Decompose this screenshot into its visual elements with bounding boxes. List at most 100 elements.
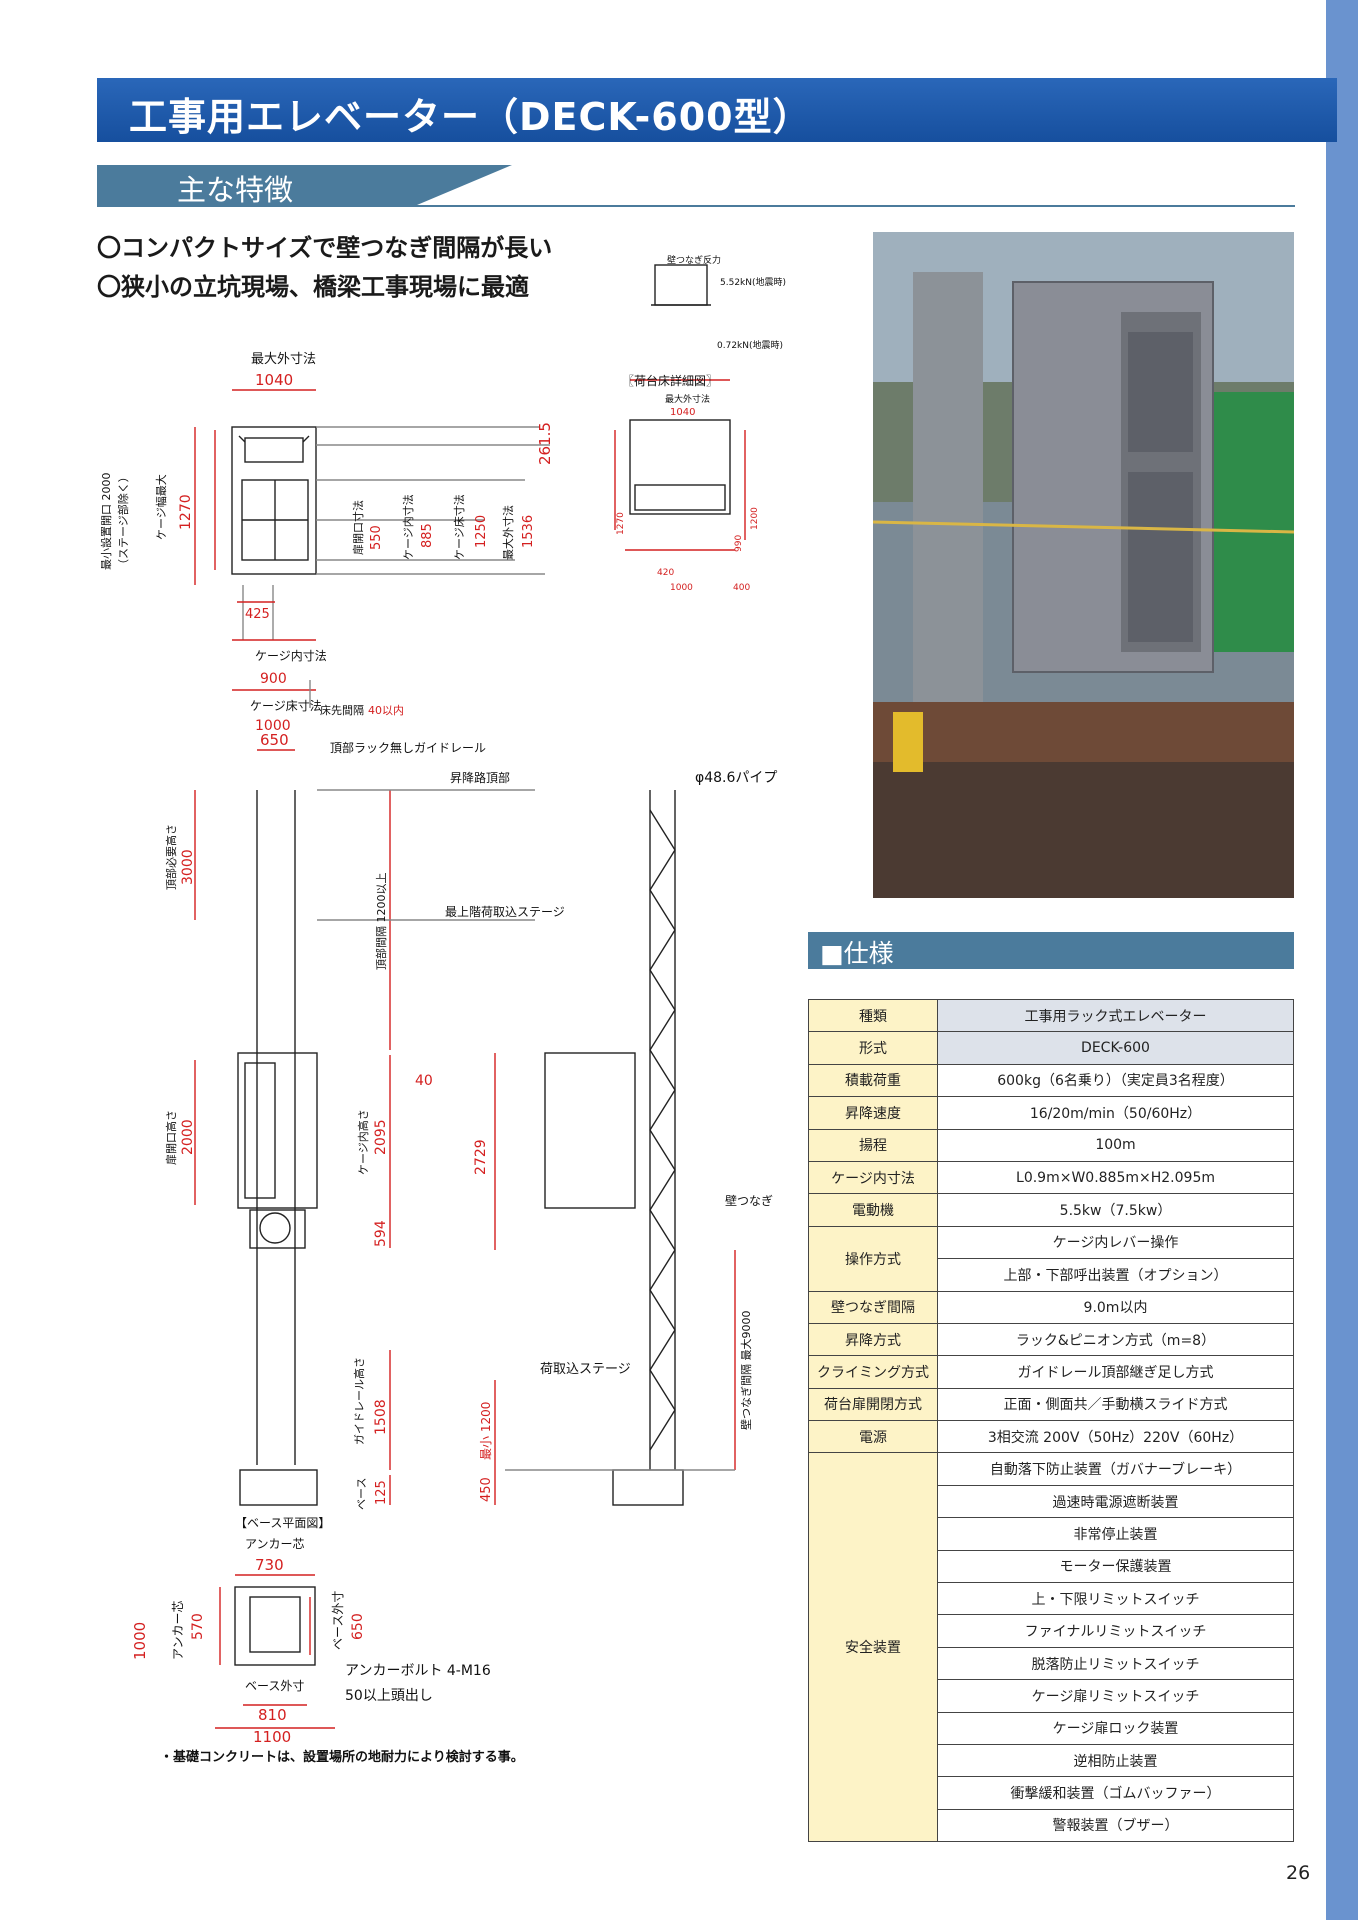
elev-1508: 1508: [373, 1399, 389, 1435]
spec-key: 壁つなぎ間隔: [808, 1290, 938, 1324]
spec-value: ガイドレール頂部継ぎ足し方式: [937, 1355, 1294, 1389]
feature-item-2: 〇狭小の立坑現場、橋梁工事現場に最適: [97, 273, 529, 301]
table-row: 警報装置（ブザー）: [809, 1808, 1294, 1843]
safety-item: 過速時電源遮断装置: [937, 1484, 1294, 1519]
elev-rail-label: 頂部ラック無しガイドレール: [330, 740, 486, 755]
elev-spacing: 頂部間隔 1200以上: [374, 873, 388, 971]
detail-420: 420: [657, 568, 674, 578]
dim-cage-floor: ケージ床寸法: [452, 494, 466, 560]
safety-item: ファイナルリミットスイッチ: [937, 1614, 1294, 1648]
spec-heading: ■仕様: [820, 939, 894, 968]
base-1100: 1100: [253, 1728, 291, 1746]
dim-label: 最大外寸法: [251, 352, 316, 367]
gap-value: 40以内: [368, 703, 404, 717]
table-row: モーター保護装置: [809, 1549, 1294, 1584]
dim-door-width: 扉開口寸法: [351, 500, 365, 555]
detail-1200: 1200: [750, 507, 760, 530]
safety-item: ケージ扉ロック装置: [937, 1711, 1294, 1745]
foundation-note: ・基礎コンクリートは、設置場所の地耐力により検討する事。: [160, 1750, 524, 1765]
spec-key: 種類: [808, 998, 938, 1033]
dim-1270: 1270: [178, 494, 194, 530]
table-row: 操作方式 ケージ内レバー操作: [808, 1225, 1294, 1292]
dim-1536: 1536: [521, 515, 536, 548]
table-row: 非常停止装置: [809, 1517, 1294, 1551]
spec-key: ケージ内寸法: [808, 1160, 938, 1195]
base-outer-label: ベース外寸: [331, 1591, 345, 1650]
spec-value: 600kg（6名乗り）（実定員3名程度）: [937, 1063, 1294, 1098]
elev-guide-height: ガイドレール高さ: [352, 1357, 366, 1445]
page-number: 26: [1286, 1862, 1311, 1884]
features-heading: 主な特徴: [177, 173, 294, 207]
table-row: 上部・下部呼出装置（オプション）: [809, 1258, 1294, 1292]
elev-top-height: 頂部必要高さ: [164, 824, 178, 890]
table-row: 揚程 100m: [808, 1128, 1294, 1162]
table-row: ケージ扉ロック装置: [809, 1711, 1294, 1745]
dim-1040: 1040: [255, 371, 293, 389]
elevator-photo: [873, 232, 1294, 898]
spec-key: 揚程: [808, 1128, 938, 1162]
dim-min-opening: 最小設置開口 2000: [99, 473, 113, 571]
table-row: 壁つなぎ間隔 9.0m以内: [808, 1290, 1294, 1324]
spec-key: 形式: [808, 1031, 938, 1065]
table-row: 安全装置 自動落下防止装置（ガバナーブレーキ）: [808, 1452, 1294, 1843]
base-anchor-core: アンカー芯: [245, 1537, 305, 1551]
detail-wall-force: 壁つなぎ反力: [667, 254, 721, 266]
table-row: 形式 DECK-600: [808, 1031, 1294, 1065]
table-row: 種類 工事用ラック式エレベーター: [808, 998, 1294, 1033]
detail-400: 400: [733, 583, 750, 593]
base-title: 【ベース平面図】: [235, 1516, 330, 1530]
table-row: 昇降方式 ラック&ピニオン方式（m=8）: [808, 1322, 1294, 1357]
dim-cage-max: ケージ幅最大: [154, 474, 168, 540]
dim-cage-inner-2: ケージ内寸法: [255, 649, 327, 663]
dim-max-outer: 最大外寸法: [501, 505, 515, 560]
elev-2000: 2000: [180, 1119, 196, 1155]
table-row: 昇降速度 16/20m/min（50/60Hz）: [808, 1096, 1294, 1130]
dim-1000: 1000: [255, 718, 291, 734]
spec-value: 上部・下部呼出装置（オプション）: [937, 1258, 1294, 1292]
table-row: 脱落防止リミットスイッチ: [809, 1646, 1294, 1681]
safety-item: 衝撃緩和装置（ゴムバッファー）: [937, 1776, 1294, 1810]
elev-594: 594: [373, 1220, 389, 1247]
table-row: 電動機 5.5kw（7.5kw）: [808, 1193, 1294, 1227]
base-730: 730: [255, 1556, 284, 1574]
base-1000: 1000: [131, 1622, 149, 1660]
table-row: ケージ扉リミットスイッチ: [809, 1679, 1294, 1713]
base-bolt-note: 50以上頭出し: [345, 1688, 433, 1704]
spec-value: DECK-600: [937, 1031, 1294, 1065]
gap-label: 床先間隔: [320, 703, 364, 717]
detail-f2: 0.72kN(地震時): [717, 339, 783, 351]
cage-elevation: [237, 1052, 318, 1209]
safety-item: 自動落下防止装置（ガバナーブレーキ）: [937, 1452, 1294, 1486]
base-650: 650: [350, 1613, 366, 1640]
side-2729: 2729: [473, 1139, 489, 1175]
detail-1000: 1000: [670, 583, 693, 593]
side-load-stage: 荷取込ステージ: [540, 1362, 631, 1377]
detail-1270: 1270: [616, 512, 626, 535]
elev-40: 40: [415, 1073, 433, 1089]
spec-value: ラック&ピニオン方式（m=8）: [937, 1322, 1294, 1357]
spec-key: 昇降方式: [808, 1322, 938, 1357]
base-570: 570: [190, 1613, 206, 1640]
elev-cage-height: ケージ内高さ: [356, 1109, 370, 1175]
table-row: 電源 3相交流 200V（50Hz）220V（60Hz）: [808, 1420, 1294, 1454]
spec-table: 種類 工事用ラック式エレベーター 形式 DECK-600 積載荷重 600kg（…: [808, 998, 1294, 1843]
table-row: ファイナルリミットスイッチ: [809, 1614, 1294, 1648]
detail-990: 990: [734, 535, 744, 552]
spec-key: 積載荷重: [808, 1063, 938, 1098]
spec-key: クライミング方式: [808, 1355, 938, 1389]
spec-value: 正面・側面共／手動横スライド方式: [937, 1387, 1294, 1422]
table-row: 積載荷重 600kg（6名乗り）（実定員3名程度）: [808, 1063, 1294, 1098]
spec-value: 工事用ラック式エレベーター: [937, 998, 1294, 1033]
detail-1040: 1040: [670, 407, 695, 418]
spec-key-safety: 安全装置: [808, 1452, 938, 1843]
spec-key: 操作方式: [808, 1225, 938, 1292]
spec-value: 5.5kw（7.5kw）: [937, 1193, 1294, 1227]
detail-caption: 〖荷台床詳細図〗: [622, 373, 718, 388]
table-row: 逆相防止装置: [809, 1743, 1294, 1778]
dim-425: 425: [245, 607, 270, 622]
spec-value: 9.0m以内: [937, 1290, 1294, 1324]
safety-item: 脱落防止リミットスイッチ: [937, 1646, 1294, 1681]
side-1200: 最小 1200: [479, 1402, 493, 1460]
base-outer-label-2: ベース外寸: [245, 1679, 304, 1693]
base-bolt: アンカーボルト 4-M16: [345, 1663, 491, 1679]
